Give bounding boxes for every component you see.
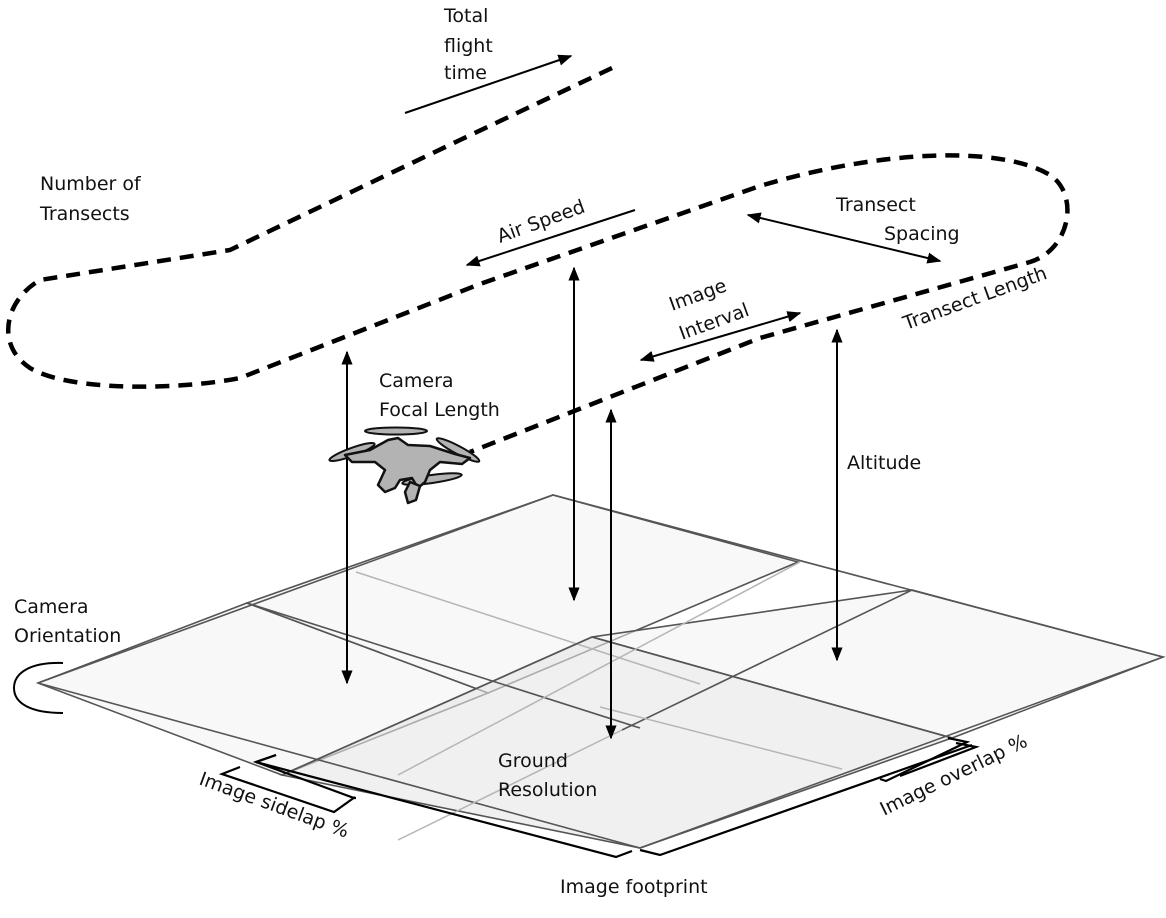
total-flight-time-label-line2: flight bbox=[444, 35, 493, 57]
grid-line bbox=[591, 636, 953, 739]
image-footprint-label: Image footprint bbox=[560, 876, 708, 898]
rotation-arc-icon bbox=[12, 661, 64, 714]
footprint-bracket bbox=[255, 760, 633, 859]
number-of-transects-label-line1: Number of bbox=[40, 173, 142, 195]
overlap-bracket bbox=[879, 736, 971, 783]
camera-orientation-label-line2: Orientation bbox=[14, 625, 121, 647]
camera-orientation-label-line1: Camera bbox=[14, 596, 89, 618]
total-flight-time-label-line3: time bbox=[444, 62, 487, 84]
footprint-tile-top bbox=[244, 494, 801, 694]
flight-path-return-leg bbox=[5, 65, 1070, 455]
transect-spacing-label-line1: Transect bbox=[835, 194, 916, 216]
grid-line-light bbox=[397, 561, 801, 776]
overlap-bracket-outer bbox=[639, 743, 973, 857]
measurement-brackets bbox=[218, 736, 980, 859]
camera-focal-length-label-line1: Camera bbox=[379, 370, 454, 392]
grid-line-light bbox=[355, 571, 701, 685]
grid-line bbox=[621, 589, 913, 731]
total-flight-time-arrow bbox=[404, 54, 573, 114]
transect-length-label: Transect Length bbox=[899, 262, 1050, 335]
transect-spacing-arrow bbox=[746, 212, 942, 264]
ground-resolution-label-line1: Ground bbox=[498, 750, 568, 772]
image-footprints bbox=[35, 494, 1166, 849]
grid-line-light bbox=[397, 729, 623, 841]
annotation-arrows bbox=[341, 54, 942, 740]
air-speed-arrow bbox=[465, 209, 636, 267]
labels: Total flight time Number of Transects Ai… bbox=[14, 5, 1050, 898]
grid-line bbox=[281, 636, 593, 776]
sidelap-bracket-outer bbox=[218, 765, 356, 814]
total-flight-time-label-line1: Total bbox=[443, 5, 488, 27]
flight-path bbox=[5, 65, 1070, 455]
quadcopter-drone-icon bbox=[328, 426, 481, 505]
number-of-transects-label-line2: Transects bbox=[39, 203, 130, 225]
footprint-outline bbox=[37, 494, 1166, 849]
ground-resolution-label-line2: Resolution bbox=[498, 779, 597, 801]
transect-spacing-label-line2: Spacing bbox=[884, 223, 960, 245]
image-interval-arrow bbox=[639, 311, 802, 362]
grid-line-light bbox=[599, 706, 843, 770]
grid-line bbox=[246, 602, 641, 729]
camera-focal-length-label-line2: Focal Length bbox=[379, 399, 500, 421]
altitude-label: Altitude bbox=[847, 452, 921, 474]
